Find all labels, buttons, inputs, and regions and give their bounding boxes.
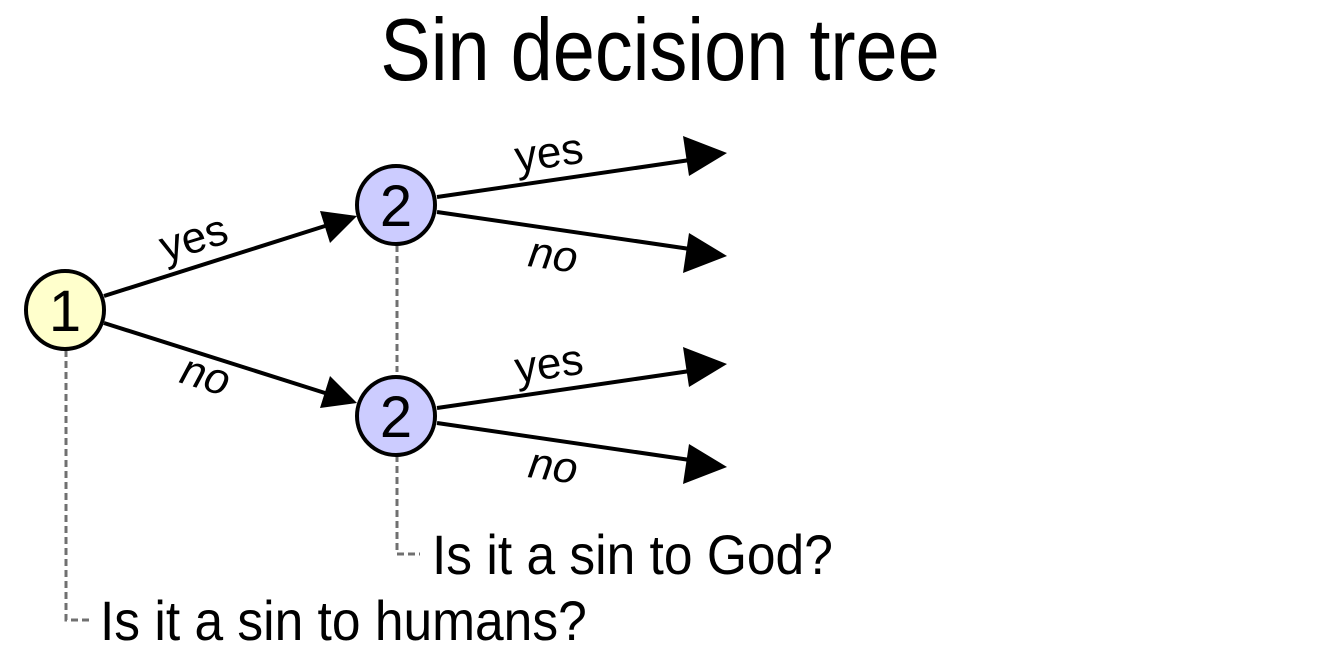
arrowhead-icon [320, 376, 357, 408]
edge-label-yes: yes [512, 335, 587, 393]
arrowhead-icon [683, 347, 727, 387]
edge-label-yes: yes [512, 124, 587, 182]
edge-n2b-leaf3: yes [436, 335, 727, 410]
leader-line-level2 [395, 455, 420, 556]
edge-label-yes: yes [154, 205, 234, 272]
edge-n2b-leaf4: no [436, 421, 727, 494]
edge-label-no: no [526, 227, 581, 282]
question-level2: Is it a sin to God? [432, 524, 833, 586]
edge-n2a-leaf2: no [436, 210, 727, 283]
arrowhead-icon [683, 136, 727, 176]
arrowhead-icon [320, 211, 357, 243]
node-circle [24, 269, 106, 351]
node-label: 2 [380, 174, 412, 239]
node-circle [355, 164, 437, 246]
diagram-title: Sin decision tree [380, 2, 939, 100]
edge-n1-n2b: no [103, 321, 357, 408]
node-label: 1 [49, 279, 81, 344]
edge-label-no: no [175, 345, 236, 406]
leader-line-level1 [64, 350, 90, 622]
question-level1: Is it a sin to humans? [100, 590, 587, 652]
arrowhead-icon [683, 233, 727, 273]
node-circle [355, 375, 437, 457]
node-2-upper[interactable]: 2 [355, 164, 437, 246]
edge-n1-n2a: yes [103, 205, 357, 298]
leader-lines [64, 245, 420, 622]
edge-n2a-leaf1: yes [436, 124, 727, 199]
node-2-lower[interactable]: 2 [355, 375, 437, 457]
node-label: 2 [380, 385, 412, 450]
node-1[interactable]: 1 [24, 269, 106, 351]
arrowhead-icon [683, 444, 727, 484]
edge-label-no: no [526, 438, 581, 493]
